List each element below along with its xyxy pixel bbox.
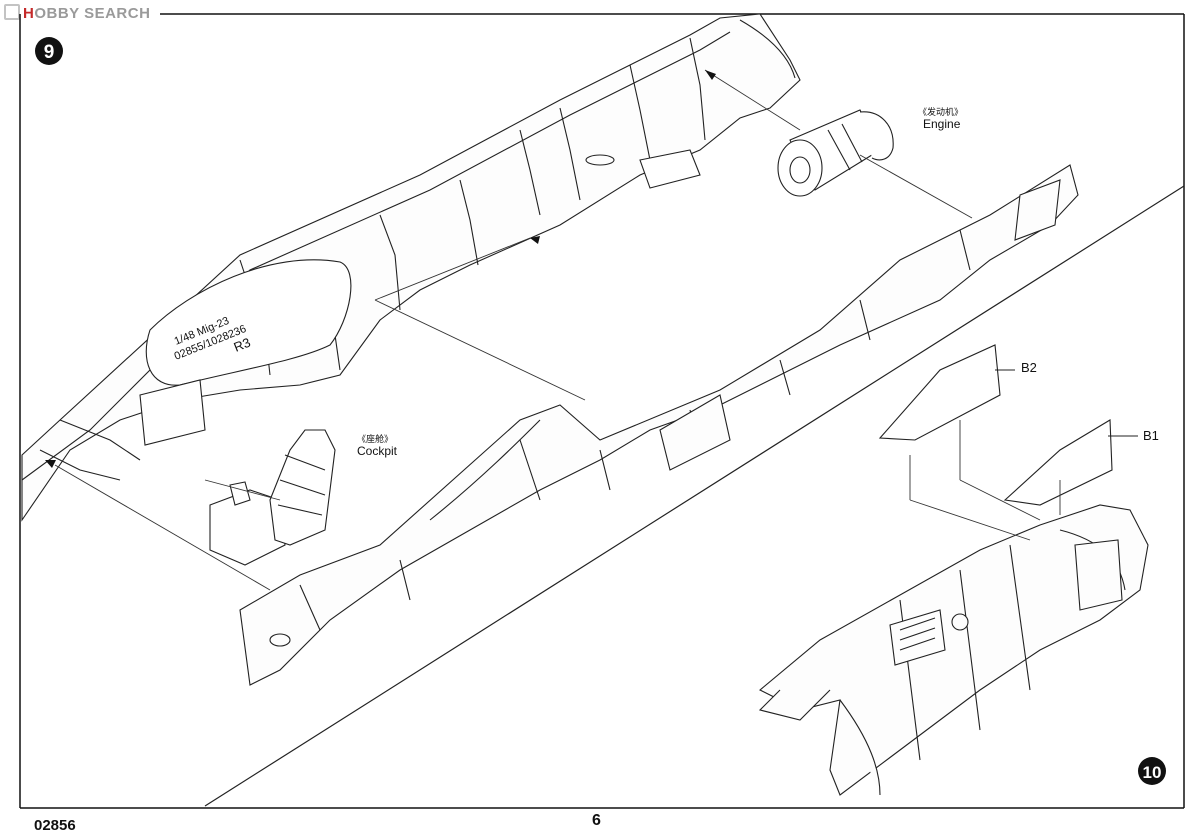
marking-part: R3 [232,335,253,355]
panel-b1 [1003,419,1138,506]
guide-arrowheads [45,70,716,468]
cockpit-label-cn: 《座舱》 [357,433,393,445]
kit-code: 02856 [34,817,76,834]
step-9-number: 9 [44,42,55,63]
engine-part [777,109,894,197]
engine-label-cn: 《发动机》 [918,106,963,118]
cockpit-part [209,429,336,566]
step-10-badge: 10 [1138,757,1166,785]
assembly-guides-10 [909,420,1061,541]
lower-fuselage-half [239,164,1079,686]
assembly-guides-9 [54,69,973,591]
watermark-logo-icon [4,4,20,20]
step-9-badge: 9 [35,37,63,65]
rear-fuselage [758,504,1149,796]
step-10-number: 10 [1143,763,1162,782]
upper-fuselage-half [21,13,801,522]
part-label-b1: B1 [1143,428,1159,443]
step-divider [204,185,1185,807]
cockpit-label-en: Cockpit [357,444,398,458]
panel-b2 [878,344,1015,441]
part-label-b2: B2 [1021,360,1037,375]
engine-label-en: Engine [923,117,961,131]
page-number: 6 [592,812,601,829]
watermark: HOBBY SEARCH [4,4,150,22]
